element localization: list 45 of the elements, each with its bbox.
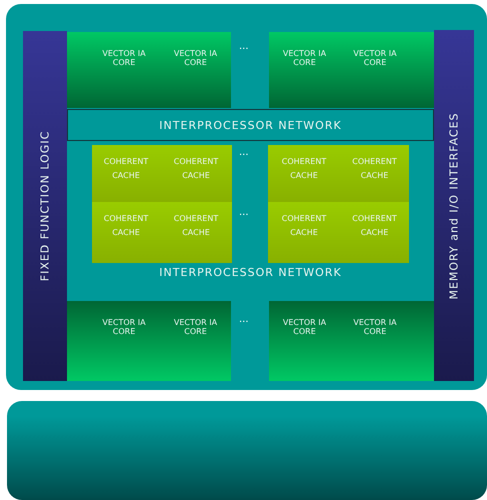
core-block [160, 301, 231, 381]
core-block [340, 301, 434, 381]
core-label: VECTOR IA CORE [101, 49, 147, 67]
core-block [67, 32, 160, 108]
core-label: VECTOR IA CORE [101, 318, 147, 336]
network-bar [67, 109, 434, 141]
base-panel [7, 401, 487, 500]
cache-label: COHERENT CACHE [351, 156, 398, 182]
cache-block [340, 202, 409, 263]
band-label: MEMORY and I/O INTERFACES [448, 112, 460, 300]
core-block [269, 32, 340, 108]
cache-label: COHERENT CACHE [280, 156, 328, 182]
core-block [67, 301, 160, 381]
cache-block [268, 202, 340, 263]
core-block [269, 301, 340, 381]
cache-label: COHERENT CACHE [172, 213, 220, 239]
cache-label: COHERENT CACHE [351, 213, 398, 239]
core-label: VECTOR IA CORE [352, 318, 398, 336]
core-label: VECTOR IA CORE [172, 49, 218, 67]
chip-panel [6, 4, 487, 390]
cache-block [340, 145, 409, 202]
network-label: INTERPROCESSOR NETWORK [158, 266, 343, 279]
core-block [340, 32, 434, 108]
cache-block [268, 145, 340, 202]
cache-block [92, 145, 160, 202]
cache-label: COHERENT CACHE [172, 156, 220, 182]
logic-band [23, 31, 67, 381]
cache-block [160, 145, 232, 202]
network-label: INTERPROCESSOR NETWORK [159, 118, 342, 132]
cache-label: COHERENT CACHE [280, 213, 328, 239]
core-block [160, 32, 231, 108]
cache-block [92, 202, 160, 263]
logic-band [434, 30, 474, 381]
core-label: VECTOR IA CORE [282, 318, 328, 336]
core-label: VECTOR IA CORE [352, 49, 398, 67]
cache-label: COHERENT CACHE [102, 156, 150, 182]
band-label: FIXED FUNCTION LOGIC [38, 130, 52, 282]
ellipsis: ... [239, 148, 249, 158]
ellipsis: ... [239, 315, 249, 325]
cache-block [160, 202, 232, 263]
core-label: VECTOR IA CORE [282, 49, 328, 67]
ellipsis: ... [239, 208, 249, 218]
ellipsis: ... [239, 42, 249, 52]
core-label: VECTOR IA CORE [172, 318, 218, 336]
cache-label: COHERENT CACHE [102, 213, 150, 239]
